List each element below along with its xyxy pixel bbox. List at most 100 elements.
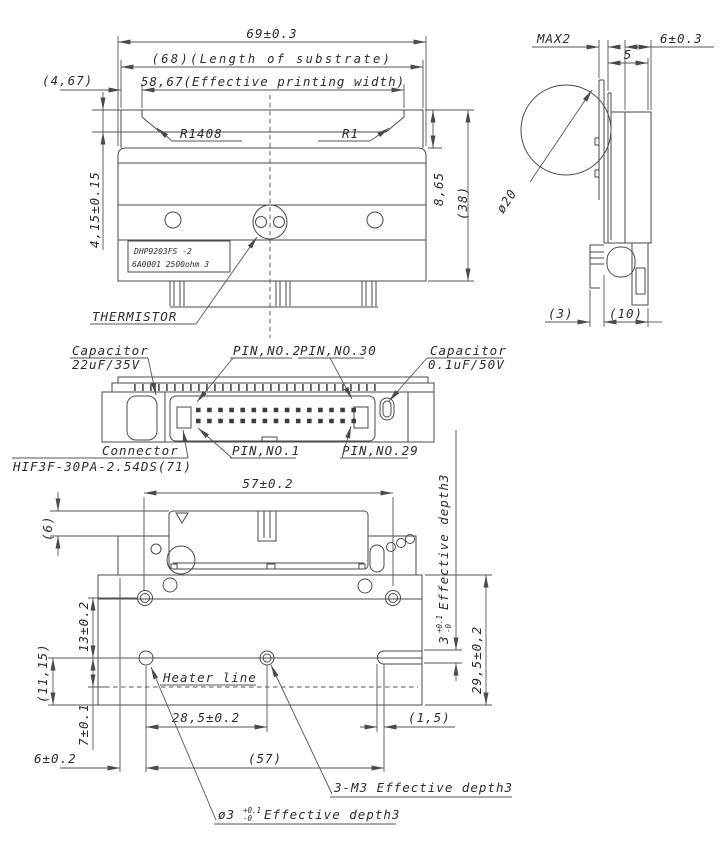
- dim-7: 7±0.1: [76, 703, 91, 746]
- connector-board: [101, 376, 435, 443]
- dim-29-5: 29,5±0,2: [469, 626, 484, 694]
- m3-leader: [270, 664, 333, 795]
- side-extension-lines-bottom: [589, 275, 649, 327]
- plate-dot-1: [386, 542, 396, 552]
- cap-right-value: 0.1uF/50V: [428, 357, 505, 372]
- pin2-label: PIN,NO.2: [233, 343, 301, 358]
- side-slot: [377, 650, 422, 665]
- dim-substrate: (68)(Length of substrate): [152, 52, 393, 66]
- dim-max: MAX2: [536, 31, 571, 46]
- slot-tol-plus: +0.1: [435, 615, 444, 633]
- front-view: DHP9203FS -2 6A0001 2500ohm 3 R1408 R1 6…: [42, 26, 474, 338]
- cap-left-title: Capacitor: [72, 343, 149, 358]
- m3-hole-left-inner: [140, 593, 150, 603]
- side-profile: [589, 79, 652, 306]
- m3-hole-left-outer: [137, 590, 153, 606]
- connector-shell: [169, 395, 376, 442]
- slot-tol-minus: -0: [444, 623, 453, 633]
- slot-label: Effective depth3: [436, 474, 451, 610]
- connector-part: HIF3F-30PA-2.54DS(71): [12, 459, 192, 474]
- hole-dim-base: ø3: [218, 807, 235, 822]
- m3-label: 3-M3 Effective depth3: [333, 780, 513, 795]
- roller-diameter-leader: [529, 89, 593, 183]
- plate-slot-right: [369, 544, 385, 573]
- cap-right-title: Capacitor: [430, 343, 507, 358]
- plate-hole-large: [166, 545, 196, 575]
- capacitor-right-inner: [382, 400, 392, 418]
- radius-right-arrow: [369, 127, 390, 142]
- front-hole-left: [164, 211, 182, 229]
- name-plate-line2: 6A0001 2500ohm 3: [132, 260, 209, 269]
- hole-tol-plus: +0.1: [243, 806, 261, 815]
- bottom-body: [97, 535, 423, 706]
- cap-left-leader: [147, 357, 157, 396]
- thermistor-leader: [195, 236, 258, 325]
- body-hole-left: [162, 577, 178, 593]
- dim-1-5: (1,5): [408, 710, 451, 725]
- dim-offset-10: (10): [609, 306, 643, 321]
- hole-tol-minus: -0: [243, 814, 253, 823]
- dim-roller: ø20: [493, 186, 520, 216]
- pin29-label: PIN,NO.29: [342, 443, 419, 458]
- connector-shroud: [168, 510, 369, 570]
- capacitor-left-body: [126, 395, 158, 441]
- plate-hole-small: [150, 543, 162, 555]
- right-extension-lines: [424, 574, 492, 706]
- front-hole-right: [366, 211, 384, 229]
- bottom-extension-lines: [119, 578, 385, 772]
- thermistor-dot-right: [273, 216, 285, 228]
- heater-line-label: Heater line: [162, 670, 257, 685]
- side-capacitor-blob: [606, 246, 636, 278]
- dim-edge-offset: (4,67): [42, 73, 93, 88]
- dim-57: (57): [248, 751, 282, 766]
- front-body-outline: [117, 109, 427, 308]
- connector-key-right: [353, 406, 369, 429]
- side-view: ø20 MAX2 6±0.3 5 (3) (10): [493, 31, 714, 327]
- name-plate-line1: DHP9203FS -2: [133, 247, 192, 256]
- thermistor-label: THERMISTOR: [92, 309, 177, 324]
- plate-dot-2: [396, 538, 406, 548]
- radius-left-label: R1408: [180, 126, 223, 141]
- side-bracket-slot: [635, 267, 646, 295]
- side-extension-lines-top: [598, 40, 652, 110]
- connector-leader: [182, 429, 189, 459]
- dim-total-height: (38): [455, 186, 470, 220]
- thermistor-dot-left: [255, 216, 267, 228]
- capacitor-right-body: [379, 397, 395, 421]
- pin2-leader: [196, 357, 234, 403]
- dim-total-width: 69±0.3: [246, 26, 297, 41]
- pin29-leader: [341, 425, 352, 459]
- shroud-details: [170, 511, 366, 569]
- body-hole-right: [357, 578, 373, 594]
- dim-offset-3: (3): [548, 306, 574, 321]
- pin30-leader: [329, 357, 353, 400]
- dim-glaze: 4,15±0.15: [87, 171, 102, 248]
- cap-left-value: 22uF/35V: [72, 357, 141, 372]
- dim-top-height: 8,65: [431, 172, 446, 206]
- slot-dim-label: 3 +0.1 -0 Effective depth3: [435, 474, 453, 645]
- dim-offset-6: (6): [40, 515, 55, 541]
- dim-connector-width: 57±0.2: [242, 476, 293, 491]
- connector-view: Capacitor 22uF/35V PIN,NO.2 PIN,NO.30 Ca…: [12, 343, 507, 474]
- dim-printing-width: 58,67(Effective printing width): [141, 74, 405, 89]
- pin1-label: PIN,NO.1: [232, 443, 300, 458]
- cap-right-leader: [388, 357, 428, 402]
- name-plate: [127, 240, 231, 273]
- slot-dim-base: 3: [436, 635, 451, 645]
- dim-11-15: (11,15): [35, 643, 50, 703]
- dim-13: 13±0.2: [76, 601, 91, 652]
- pin1-leader: [197, 427, 233, 459]
- radius-right-label: R1: [342, 126, 359, 141]
- plate-dot-3: [405, 534, 415, 544]
- front-extension-lines: [92, 36, 474, 282]
- connector-notch: [261, 436, 278, 443]
- dim-6: 6±0.2: [34, 751, 77, 766]
- hole-leader: [150, 666, 217, 821]
- dim-step: 5: [624, 47, 633, 62]
- m3-hole-right-outer: [385, 590, 401, 606]
- radius-left-arrow: [156, 127, 173, 142]
- m3-hole-center-inner: [262, 653, 272, 663]
- pin30-label: PIN,NO.30: [300, 343, 377, 358]
